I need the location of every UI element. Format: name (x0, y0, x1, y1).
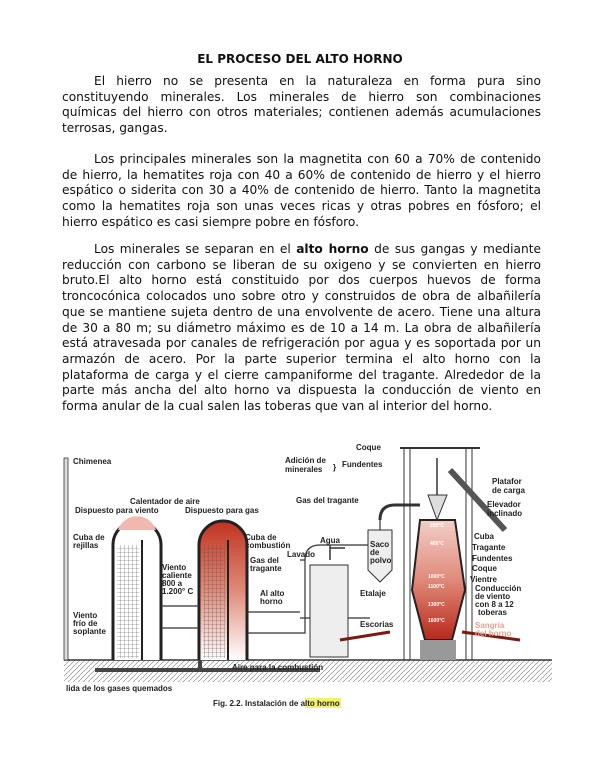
air-heater-2 (197, 519, 249, 660)
label: Aire para la combustión (232, 663, 323, 672)
diagram-labels: Chimenea Calentador de aire Dispuesto pa… (66, 443, 525, 693)
label: Coque (472, 564, 497, 573)
bold-term: alto horno (296, 242, 369, 256)
label: horno (260, 597, 283, 606)
chimney (63, 457, 69, 661)
caption-highlight (305, 698, 341, 708)
temp-label: 200°C (430, 523, 444, 529)
label: de carga (492, 486, 525, 495)
label: Escorias (360, 620, 394, 629)
label: Fundentes (472, 554, 513, 563)
caption-text: Fig. 2.2. Instalación de (213, 699, 301, 708)
air-heater-1 (111, 516, 163, 660)
label: Cuba (474, 532, 495, 541)
label: Vientre (470, 575, 498, 584)
temp-label: 1100°C (428, 584, 445, 590)
paragraph-text: de sus gangas y mediante reducción con c… (62, 242, 542, 414)
label: Cuba de (245, 533, 277, 542)
label: Viento (73, 611, 97, 620)
temp-label: 1600°C (428, 618, 445, 624)
paragraph-3: Los minerales se separan en el alto horn… (62, 242, 541, 415)
label: Adición de (285, 456, 326, 465)
temp-label: 400°C (430, 541, 444, 547)
label: del horno (475, 629, 512, 638)
label: Sangría (475, 621, 505, 630)
label: de viento (475, 592, 510, 601)
label: Elevador (487, 500, 521, 509)
label: Viento (162, 563, 186, 572)
figure-caption: Fig. 2.2. Instalación de alto horno (213, 699, 340, 708)
paragraph-text: Los minerales se separan en el (94, 242, 297, 256)
label: frío de (73, 619, 98, 628)
label: Etalaje (360, 589, 386, 598)
label: minerales (285, 465, 323, 474)
temp-label: 1000°C (428, 574, 445, 580)
dust-catcher (367, 503, 420, 583)
label: polvo (370, 556, 391, 565)
label: Conducción (475, 584, 521, 593)
label: Saco (370, 540, 389, 549)
label: Dispuesto para gas (185, 506, 259, 515)
label: Chimenea (73, 457, 112, 466)
paragraph-2: Los principales minerales son la magneti… (62, 152, 541, 231)
label: Calentador de aire (130, 497, 200, 506)
label: toberas (478, 608, 507, 617)
label: Coque (356, 443, 381, 452)
label: soplante (73, 627, 106, 636)
label: de (370, 548, 380, 557)
gas-washer (309, 545, 349, 658)
label: con 8 a 12 (475, 600, 514, 609)
label: 800 a (162, 579, 183, 588)
label: combustión (245, 541, 290, 550)
label: Gas del tragante (296, 496, 359, 505)
temp-label: 1300°C (428, 602, 445, 608)
label: Fundentes (342, 460, 383, 469)
paragraph-1: El hierro no se presenta en la naturalez… (62, 74, 541, 137)
brace: } (333, 463, 336, 472)
label: lida de los gases quemados (66, 684, 173, 693)
label: tragante (250, 564, 282, 573)
paragraph-text: Los principales minerales son la magneti… (62, 152, 541, 229)
label: inclinado (487, 509, 522, 518)
label: rejillas (73, 541, 99, 550)
label: caliente (162, 571, 192, 580)
label: Lavado (287, 550, 315, 559)
label: Tragante (472, 543, 506, 552)
label: 1.200° C (162, 587, 193, 596)
page-title: EL PROCESO DEL ALTO HORNO (197, 52, 403, 66)
label: Cuba de (73, 533, 105, 542)
label: Dispuesto para viento (75, 506, 159, 515)
blast-furnace (339, 447, 521, 661)
label: Al alto (260, 589, 285, 598)
label: Agua (320, 536, 341, 545)
caption-highlighted-term: alto horno (301, 699, 340, 708)
label: Gas del (250, 556, 279, 565)
label: Platafor (492, 477, 522, 486)
paragraph-text: El hierro no se presenta en la naturalez… (62, 74, 541, 136)
